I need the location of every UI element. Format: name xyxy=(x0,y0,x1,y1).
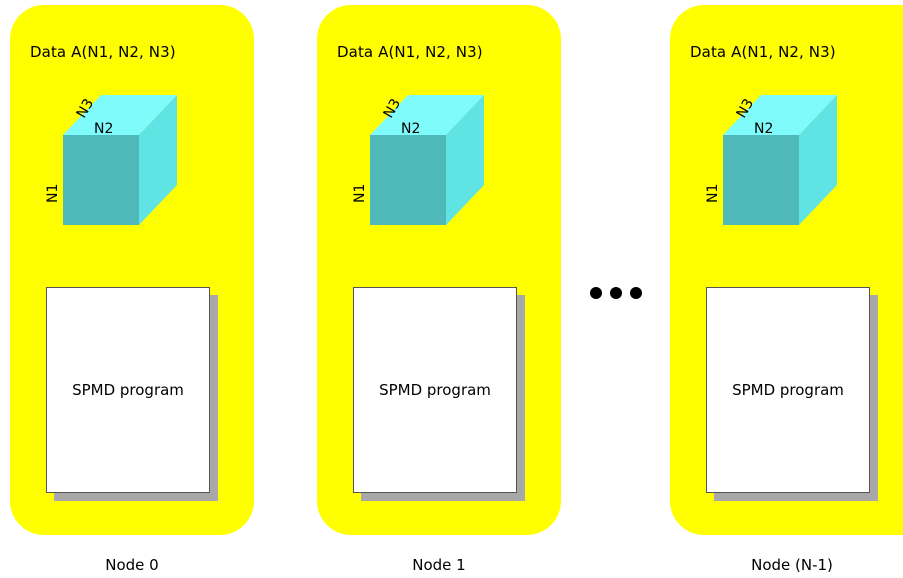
node-panel-1: Data A(N1, N2, N3) N2 N3 N1 SPMD program xyxy=(317,5,561,535)
cube-side-face xyxy=(799,95,837,225)
data-cube-icon: N2 N3 N1 xyxy=(705,95,837,225)
cube-front-face xyxy=(723,135,799,225)
data-cube-icon: N2 N3 N1 xyxy=(352,95,484,225)
data-cube-icon: N2 N3 N1 xyxy=(45,95,177,225)
program-box: SPMD program xyxy=(46,287,210,493)
program-label: SPMD program xyxy=(379,381,491,399)
program-box: SPMD program xyxy=(353,287,517,493)
ellipsis-dot xyxy=(610,287,622,299)
ellipsis-dot xyxy=(590,287,602,299)
data-title: Data A(N1, N2, N3) xyxy=(30,43,176,61)
cube-side-face xyxy=(446,95,484,225)
dim-label-n2: N2 xyxy=(94,121,113,137)
ellipsis-dot xyxy=(630,287,642,299)
cube-side-face xyxy=(139,95,177,225)
node-panel-0: Data A(N1, N2, N3) N2 N3 N1 SPMD program xyxy=(10,5,254,535)
node-caption-0: Node 0 xyxy=(105,556,159,574)
dim-label-n2: N2 xyxy=(401,121,420,137)
cube-front-face xyxy=(370,135,446,225)
dim-label-n1: N1 xyxy=(705,184,721,203)
node-panel-last: Data A(N1, N2, N3) N2 N3 N1 SPMD program xyxy=(670,5,903,535)
dim-label-n2: N2 xyxy=(754,121,773,137)
dim-label-n1: N1 xyxy=(45,184,61,203)
ellipsis-dots-icon xyxy=(590,287,642,299)
cube-front-face xyxy=(63,135,139,225)
dim-label-n1: N1 xyxy=(352,184,368,203)
program-label: SPMD program xyxy=(732,381,844,399)
program-box: SPMD program xyxy=(706,287,870,493)
program-label: SPMD program xyxy=(72,381,184,399)
data-title: Data A(N1, N2, N3) xyxy=(690,43,836,61)
node-caption-1: Node 1 xyxy=(412,556,466,574)
data-title: Data A(N1, N2, N3) xyxy=(337,43,483,61)
node-caption-last: Node (N-1) xyxy=(751,556,833,574)
